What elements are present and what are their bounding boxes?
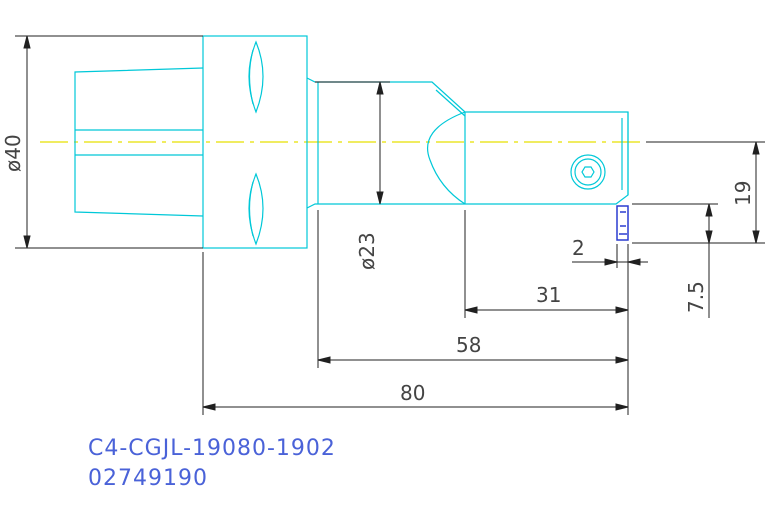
part-designation: C4-CGJL-19080-1902: [88, 436, 336, 461]
dim-len-80: 80: [400, 381, 425, 405]
bar-top-chamfer: [435, 89, 466, 117]
dim-dia-40: ø40: [1, 134, 25, 172]
clamp-screw-ring: [574, 158, 602, 186]
tool-body: [74, 35, 629, 249]
clamp-screw-hex: [581, 166, 595, 178]
neck-transition-curve: [426, 111, 466, 205]
dim-len-58: 58: [456, 333, 481, 357]
drive-slot-upper: [248, 40, 264, 114]
part-order-number: 02749190: [88, 466, 208, 491]
neck: [306, 77, 629, 209]
dim-len-19: 19: [731, 181, 755, 206]
dim-len-2: 2: [572, 236, 585, 260]
drive-slot-upper-inner: [248, 49, 254, 105]
taper-shank: [74, 67, 204, 217]
insert-body: [616, 205, 629, 241]
dim-dia-23: ø23: [355, 232, 379, 270]
flange: [202, 35, 308, 249]
clamp-screw-outer: [570, 154, 606, 190]
dim-len-31: 31: [536, 283, 561, 307]
drive-slot-lower-inner: [248, 181, 254, 237]
dim-len-7-5: 7.5: [684, 281, 708, 313]
drive-slot-lower: [248, 172, 264, 246]
dimension-lines: [15, 35, 765, 415]
cutting-insert: [616, 205, 629, 241]
